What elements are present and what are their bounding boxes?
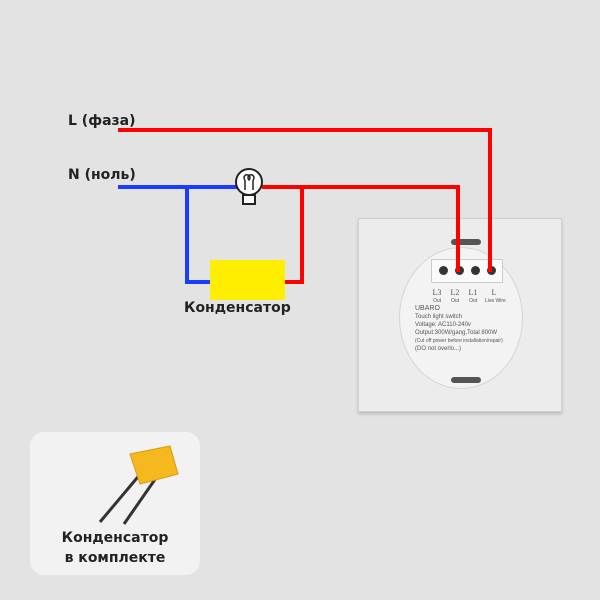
neutral-capacitor-wire: [185, 187, 212, 284]
label-line-l: L (фаза): [68, 113, 136, 129]
lamp-icon: [235, 168, 263, 205]
inset-card: Конденсатор в комплекте: [30, 432, 200, 575]
inset-line-2: в комплекте: [64, 550, 166, 566]
capacitor-label: Конденсатор: [184, 300, 291, 316]
switch-spec-text: UBARO Touch light switch Voltage: AC110-…: [415, 305, 503, 352]
load-wire: [262, 185, 460, 272]
label-line-n: N (ноль): [68, 167, 136, 183]
inset-line-1: Конденсатор: [61, 530, 169, 546]
capacitor-photo: [98, 445, 179, 525]
capacitor-symbol: [210, 260, 285, 300]
phase-wire: [118, 128, 492, 272]
capacitor-red-wire: [284, 187, 304, 284]
